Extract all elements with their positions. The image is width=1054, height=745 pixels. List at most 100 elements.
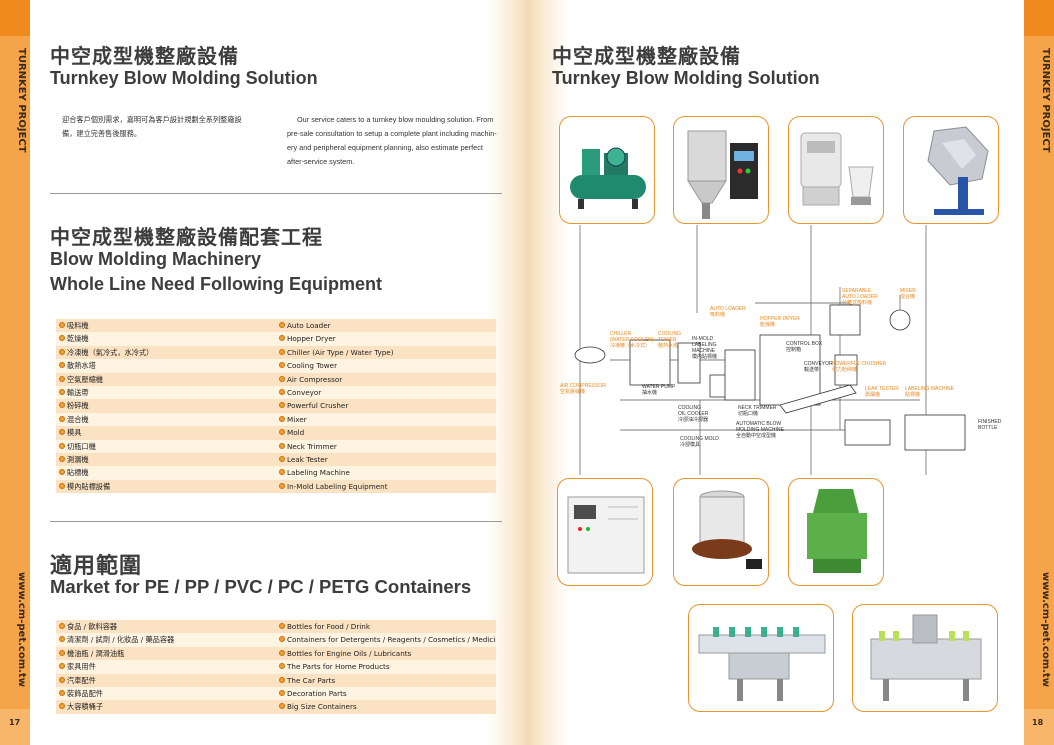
bullet-icon	[59, 375, 65, 382]
bullet-icon	[279, 335, 285, 342]
equipment-zh-cell: 吸料機	[56, 319, 276, 332]
mixer-unit	[889, 309, 911, 331]
bullet-icon	[279, 676, 285, 683]
equipment-en: Mixer	[287, 414, 307, 424]
equipment-zh-cell: 散熱水塔	[56, 359, 276, 372]
bullet-icon	[279, 482, 285, 489]
market-zh: 裝飾品配件	[67, 688, 103, 698]
equipment-en-cell: Chiller (Air Type / Water Type)	[276, 346, 496, 359]
bullet-icon	[59, 703, 65, 710]
equipment-zh: 輸送帶	[67, 387, 89, 397]
cooling-tower-unit	[677, 342, 701, 384]
right-side-label: TURNKEY PROJECT	[1040, 48, 1051, 153]
bullet-icon	[279, 388, 285, 395]
equipment-en-cell: In-Mold Labeling Equipment	[276, 480, 496, 493]
left-side-url: www.cm-pet.com.tw	[16, 572, 27, 687]
right-title-zh: 中空成型機整廠設備	[552, 44, 741, 68]
bullet-icon	[279, 703, 285, 710]
equipment-zh-cell: 模內貼標設備	[56, 480, 276, 493]
market-zh-cell: 裝飾品配件	[56, 687, 276, 700]
table-row: 清潔劑 / 試劑 / 化妝品 / 藥品容器 Containers for Dete…	[56, 633, 496, 647]
left-title-zh: 中空成型機整廠設備	[50, 44, 239, 68]
leak-tester-icon	[698, 627, 826, 701]
market-zh-cell: 食品 / 飲料容器	[56, 620, 276, 633]
equipment-zh: 吸料機	[67, 321, 89, 330]
market-en: Bottles for Engine Oils / Lubricants	[287, 648, 412, 658]
intro-zh-line: 迎合客戶個別需求，嘉明可為客戶設計規劃全系列整廠設	[62, 115, 242, 124]
mixer-photo	[903, 116, 999, 224]
conveyor-unit	[779, 384, 857, 414]
bullet-icon	[279, 649, 285, 656]
bullet-icon	[279, 402, 285, 409]
bullet-icon	[59, 362, 65, 369]
market-zh: 清潔劑 / 試劑 / 化妝品 / 藥品容器	[67, 635, 175, 645]
table-row: 汽車配件 The Car Parts	[56, 673, 496, 687]
bullet-icon	[59, 322, 65, 328]
mixer-icon	[927, 126, 989, 215]
bullet-icon	[279, 442, 285, 449]
bullet-icon	[279, 636, 285, 643]
equipment-zh-cell: 空氣壓縮機	[56, 373, 276, 386]
equipment-en-cell: Hopper Dryer	[276, 332, 496, 345]
market-en-cell: The Car Parts	[276, 674, 496, 687]
bullet-icon	[59, 623, 65, 629]
leak-tester-unit	[844, 419, 891, 446]
market-en-cell: Big Size Containers	[276, 700, 496, 713]
section2-title-en-1: Blow Molding Machinery	[50, 249, 262, 269]
market-en: Big Size Containers	[287, 702, 357, 712]
market-en-cell: The Parts for Home Products	[276, 660, 496, 673]
market-zh-cell: 清潔劑 / 試劑 / 化妝品 / 藥品容器	[56, 633, 276, 646]
section2-title-zh: 中空成型機整廠設備配套工程	[50, 225, 323, 249]
equipment-en-cell: Conveyor	[276, 386, 496, 399]
market-zh: 汽車配件	[67, 675, 96, 685]
chiller-unit	[629, 339, 671, 386]
equipment-en-cell: Powerful Crusher	[276, 399, 496, 412]
auto-loader-icon	[800, 132, 874, 206]
cooling-tower-icon	[692, 490, 762, 569]
divider-1	[50, 193, 502, 194]
labeling-machine-photo	[852, 604, 998, 712]
equipment-en: Cooling Tower	[287, 361, 338, 371]
bullet-icon	[59, 469, 65, 476]
equipment-en-cell: Labeling Machine	[276, 466, 496, 479]
equipment-en: Hopper Dryer	[287, 334, 336, 344]
equipment-en: Mold	[287, 428, 305, 438]
equipment-zh: 冷凍機（氣冷式，水冷式）	[67, 347, 154, 357]
equipment-en: Labeling Machine	[287, 468, 350, 478]
label-chiller: CHILLER(WATER COOLER)冷凍機（水冷式）	[610, 331, 654, 349]
market-en-cell: Containers for Detergents / Reagents / C…	[276, 633, 496, 646]
equipment-en: In-Mold Labeling Equipment	[287, 481, 388, 491]
equipment-en: Leak Tester	[287, 454, 328, 464]
auto-loader-photo	[788, 116, 884, 224]
equipment-zh-cell: 輸送帶	[56, 386, 276, 399]
bullet-icon	[279, 689, 285, 696]
book-gutter	[488, 0, 568, 745]
labeling-unit	[904, 414, 966, 451]
left-tab-top-strip	[0, 0, 30, 36]
right-tab-bottom-strip	[1024, 709, 1054, 745]
intro-en-line: ery and peripheral equipment planning, a…	[287, 143, 483, 152]
bullet-icon	[59, 676, 65, 683]
market-en: The Car Parts	[287, 675, 336, 685]
equipment-zh: 乾燥機	[67, 334, 89, 344]
intro-en: Our service caters to a turnkey blow mou…	[287, 113, 507, 169]
crusher-unit	[834, 354, 858, 386]
market-en: The Parts for Home Products	[287, 662, 390, 672]
bullet-icon	[279, 375, 285, 382]
market-en-cell: Bottles for Food / Drink	[276, 620, 496, 633]
air-compressor-photo	[559, 116, 655, 224]
left-side-tab: TURNKEY PROJECT www.cm-pet.com.tw 17	[0, 0, 30, 745]
equipment-zh-cell: 切瓶口機	[56, 440, 276, 453]
bullet-icon	[59, 429, 65, 436]
bullet-icon	[59, 689, 65, 696]
bullet-icon	[59, 482, 65, 489]
